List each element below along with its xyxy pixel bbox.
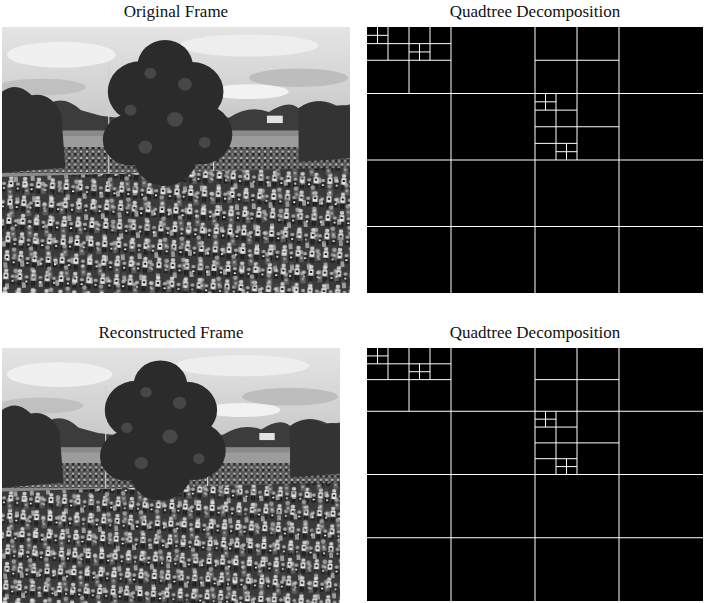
panel-title: Original Frame xyxy=(2,2,350,22)
quadtree-image xyxy=(367,348,703,601)
image-panel: Quadtree Decomposition xyxy=(367,348,703,601)
panel-title: Quadtree Decomposition xyxy=(367,323,703,343)
panel-title: Reconstructed Frame xyxy=(2,323,340,343)
image-panel: Original Frame xyxy=(2,27,350,293)
original-frame-image xyxy=(2,27,350,293)
quadtree-image xyxy=(367,27,703,293)
reconstructed-frame-image xyxy=(2,348,340,603)
image-panel: Reconstructed Frame xyxy=(2,348,340,603)
image-panel: Quadtree Decomposition xyxy=(367,27,703,293)
panel-title: Quadtree Decomposition xyxy=(367,2,703,22)
